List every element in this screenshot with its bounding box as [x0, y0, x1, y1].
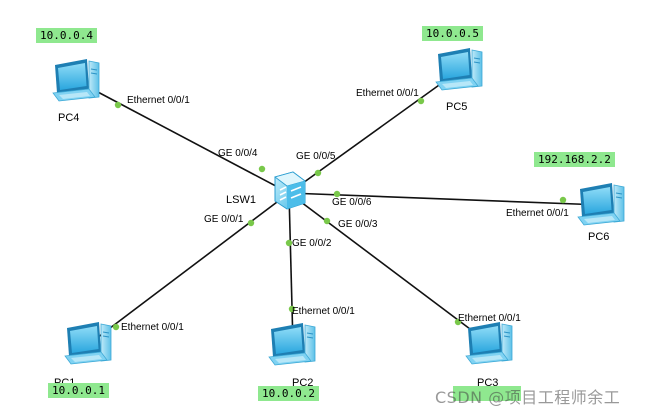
pc-port-dot-pc2 — [288, 305, 296, 313]
watermark-text: CSDN @项目工程师余工 — [435, 388, 621, 407]
pc-icon — [64, 321, 112, 365]
ip-address-box: 10.0.0.4 — [36, 28, 97, 43]
pc-port-dot-pc5 — [417, 97, 425, 105]
pc-port-label: Ethernet 0/0/1 — [121, 322, 184, 333]
pc-label: PC5 — [446, 101, 467, 113]
link-pc6[interactable] — [288, 192, 603, 206]
pc-label: PC6 — [588, 231, 609, 243]
switch-port-label: GE 0/0/5 — [296, 151, 336, 162]
ip-address-box — [453, 386, 521, 401]
pc-node-pc1[interactable] — [64, 321, 112, 365]
switch-icon — [274, 171, 306, 210]
pc-node-pc4[interactable] — [52, 58, 100, 102]
pc-port-label: Ethernet 0/0/1 — [356, 88, 419, 99]
switch-port-dot-pc1 — [247, 219, 255, 227]
pc-node-pc5[interactable] — [435, 47, 483, 91]
link-pc3[interactable] — [288, 192, 491, 345]
switch-port-label: GE 0/0/1 — [204, 214, 244, 225]
pc-port-label: Ethernet 0/0/1 — [292, 306, 355, 317]
pc-port-dot-pc1 — [112, 323, 120, 331]
ip-address-box: 10.0.0.5 — [422, 26, 483, 41]
pc-label: PC4 — [58, 112, 79, 124]
switch-port-dot-pc3 — [323, 217, 331, 225]
pc-node-pc2[interactable] — [268, 322, 316, 366]
pc-node-pc6[interactable] — [577, 182, 625, 226]
switch-label: LSW1 — [226, 194, 256, 206]
switch-port-dot-pc5 — [314, 169, 322, 177]
ip-address-box: 10.0.0.2 — [258, 386, 319, 401]
pc-port-label: Ethernet 0/0/1 — [506, 208, 569, 219]
pc-icon — [268, 322, 316, 366]
pc-port-dot-pc6 — [559, 196, 567, 204]
switch-port-dot-pc6 — [333, 190, 341, 198]
pc-port-label: Ethernet 0/0/1 — [458, 313, 521, 324]
pc-icon — [52, 58, 100, 102]
pc-port-label: Ethernet 0/0/1 — [127, 95, 190, 106]
pc-icon — [577, 182, 625, 226]
ip-address-box: 10.0.0.1 — [48, 383, 109, 398]
link-pc1[interactable] — [88, 192, 290, 345]
switch-port-label: GE 0/0/3 — [338, 219, 378, 230]
switch-port-dot-pc4 — [258, 165, 266, 173]
port-dots-layer — [112, 97, 567, 331]
switch-port-label: GE 0/0/2 — [292, 238, 332, 249]
switch-port-label: GE 0/0/4 — [218, 148, 258, 159]
pc-icon — [435, 47, 483, 91]
pc-port-dot-pc4 — [114, 101, 122, 109]
switch-node[interactable] — [274, 171, 306, 210]
link-pc2[interactable] — [288, 192, 294, 346]
pc-icon — [465, 321, 513, 365]
ip-address-box: 192.168.2.2 — [534, 152, 615, 167]
pc-node-pc3[interactable] — [465, 321, 513, 365]
pc-port-dot-pc3 — [454, 318, 462, 326]
link-pc4[interactable] — [76, 80, 290, 194]
switch-port-dot-pc2 — [285, 239, 293, 247]
switch-port-label: GE 0/0/6 — [332, 197, 372, 208]
